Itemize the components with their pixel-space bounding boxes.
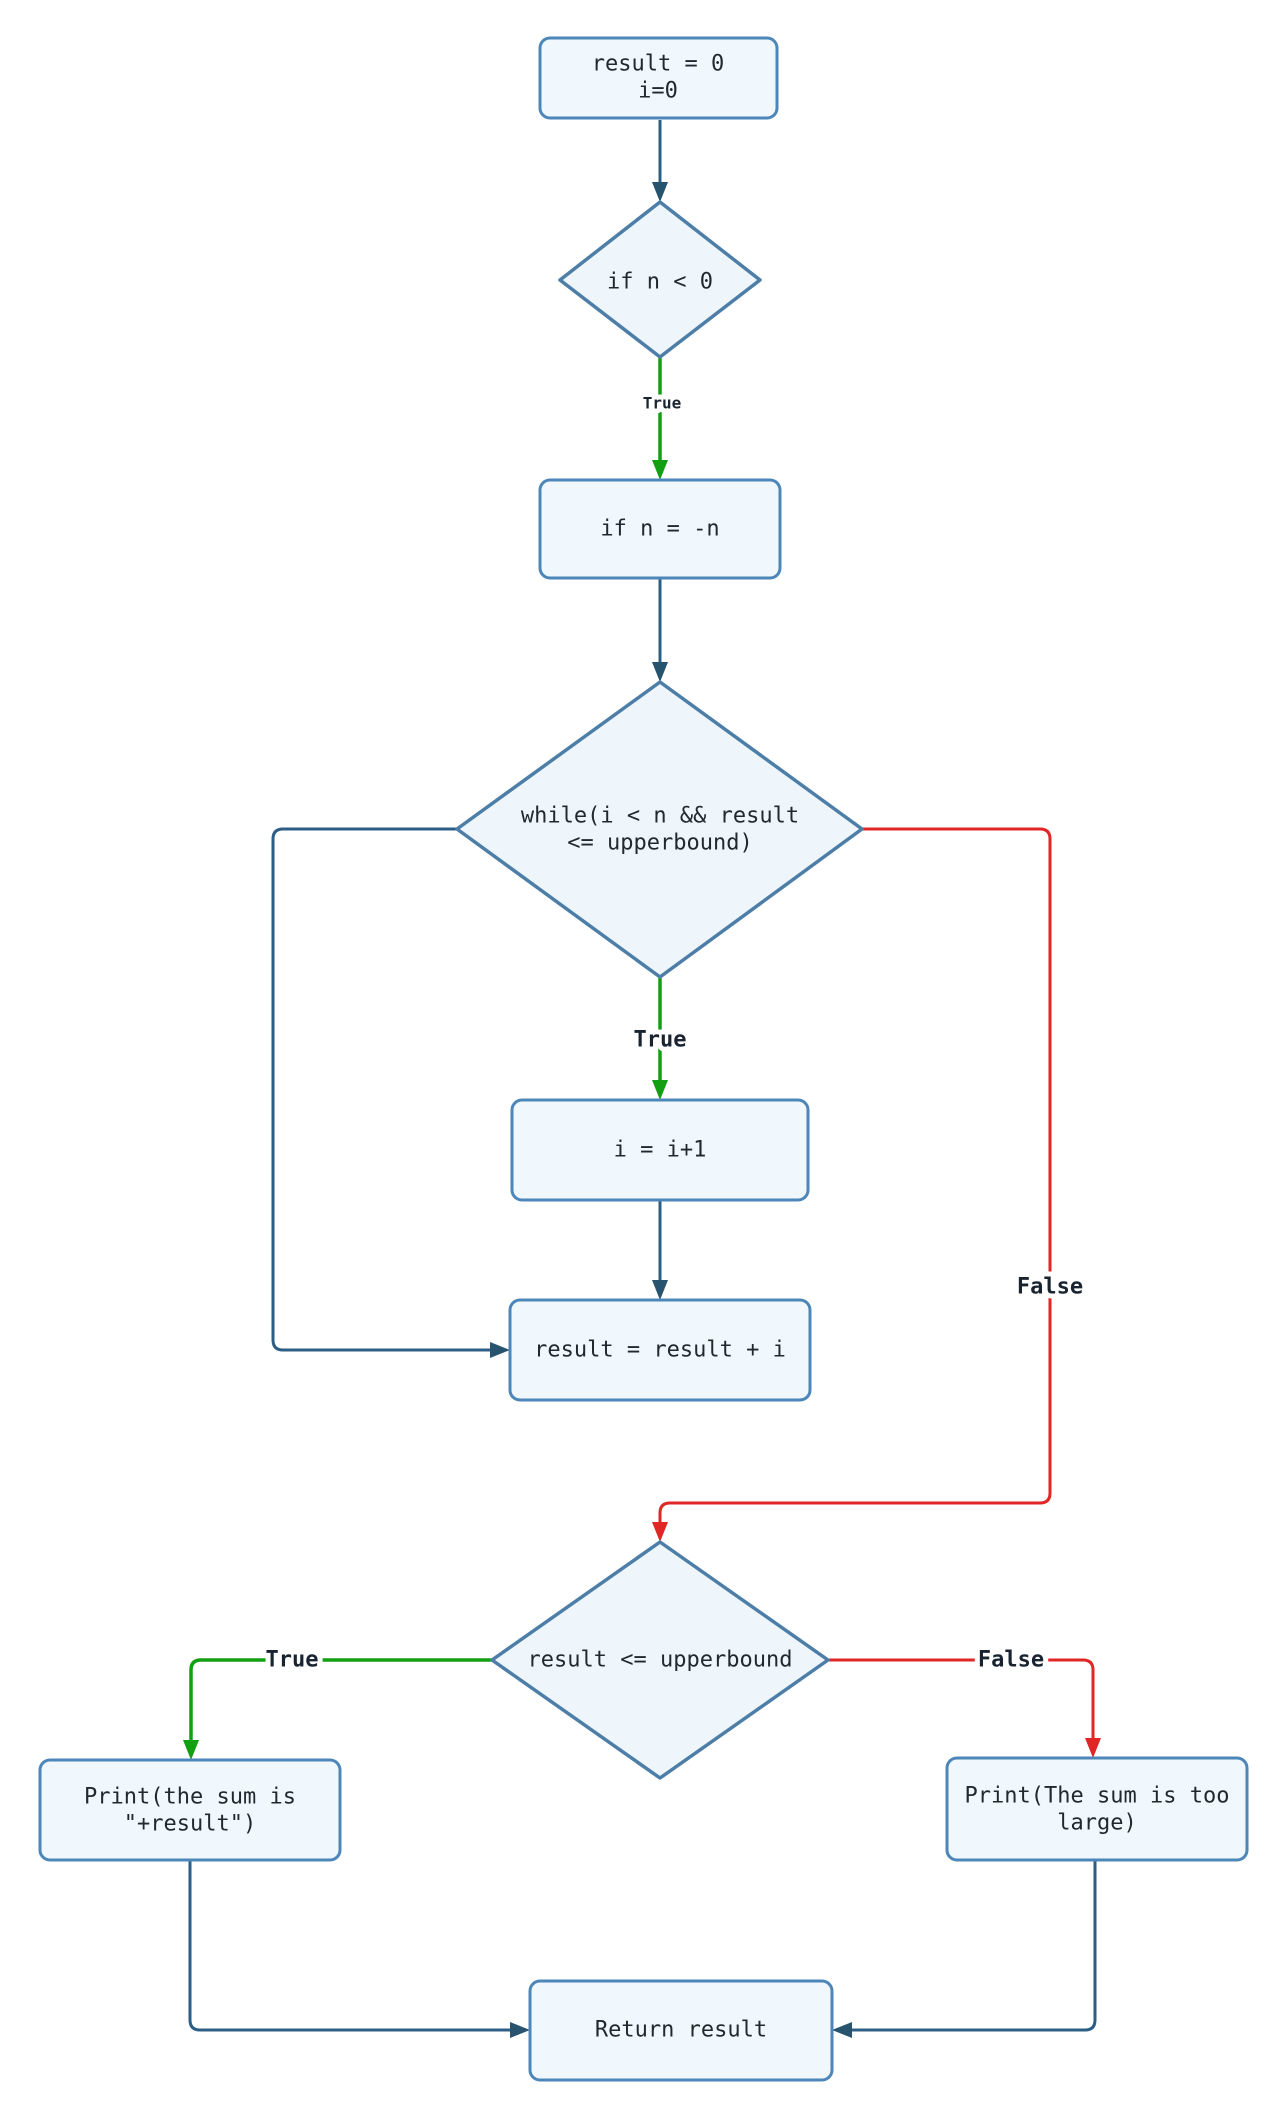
nodes: result = 0 i=0 if n < 0 if n = -n while(…	[38, 36, 1249, 2082]
node-while-text-line2: <= upperbound)	[567, 831, 752, 856]
node-increment: i = i+1	[510, 1098, 810, 1202]
node-return: Return result	[528, 1979, 834, 2082]
node-print-too-large: Print(The sum is too large)	[945, 1756, 1249, 1862]
node-if-negative-text: if n < 0	[607, 270, 713, 295]
node-while-shape	[455, 680, 864, 979]
edge-label-true-while: True	[634, 1028, 687, 1053]
edge-false-while-arrowhead	[652, 1522, 668, 1542]
node-accumulate-text: result = result + i	[534, 1338, 786, 1363]
node-print-sum: Print(the sum is "+result")	[38, 1758, 342, 1862]
edge-while-loop-back	[271, 827, 490, 1352]
node-check-upperbound: result <= upperbound	[490, 1540, 830, 1780]
node-start-shape	[538, 36, 779, 120]
node-if-negative: if n < 0	[558, 200, 762, 359]
node-print-sum-shape	[38, 1758, 342, 1862]
edge-true-check-upperbound-arrowhead	[183, 1740, 199, 1760]
edge-print-sum-to-return	[188, 1860, 510, 2032]
edge-label-false-check-upperbound: False	[978, 1648, 1044, 1673]
edge-while-loop-back-arrowhead	[490, 1342, 510, 1358]
node-print-sum-text-line1: Print(the sum is	[84, 1785, 296, 1810]
edge-print-sum-to-return-arrowhead	[510, 2022, 530, 2038]
node-print-too-large-text-line1: Print(The sum is too	[965, 1784, 1230, 1809]
node-negate-shape	[538, 478, 782, 580]
node-print-sum-text-line2: "+result")	[124, 1812, 256, 1837]
edge-label-true-check-upperbound: True	[266, 1648, 319, 1673]
edge-false-check-upperbound	[828, 1658, 1095, 1738]
node-accumulate-shape	[508, 1298, 812, 1402]
edge-true-while-arrowhead	[652, 1080, 668, 1100]
node-start: result = 0 i=0	[538, 36, 779, 120]
node-while-text-line1: while(i < n && result	[521, 804, 799, 829]
edges	[183, 120, 1101, 2038]
edge-true-if-negative-arrowhead	[652, 460, 668, 480]
edge-negate-to-while-arrowhead	[652, 662, 668, 682]
edge-label-false-while: False	[1017, 1275, 1083, 1300]
node-increment-shape	[510, 1098, 810, 1202]
edge-print-large-to-return-arrowhead	[832, 2022, 852, 2038]
node-print-too-large-shape	[945, 1756, 1249, 1862]
node-check-upperbound-text: result <= upperbound	[528, 1648, 793, 1673]
edge-false-while	[658, 827, 1052, 1522]
edge-false-check-upperbound-arrowhead	[1085, 1738, 1101, 1758]
edge-labels: True True False True False	[261, 389, 1089, 1678]
edge-true-check-upperbound	[189, 1658, 492, 1740]
node-start-text-line2: i=0	[638, 79, 678, 104]
node-if-negative-shape	[558, 200, 762, 359]
edge-label-true-if-negative: True	[643, 394, 682, 413]
node-check-upperbound-shape	[490, 1540, 830, 1780]
node-increment-text: i = i+1	[614, 1138, 707, 1163]
node-return-text: Return result	[595, 2018, 767, 2043]
edge-start-to-if-negative-arrowhead	[652, 182, 668, 202]
edge-increment-to-accumulate-arrowhead	[652, 1280, 668, 1300]
edge-print-large-to-return	[852, 1860, 1097, 2032]
node-accumulate: result = result + i	[508, 1298, 812, 1402]
node-while: while(i < n && result <= upperbound)	[455, 680, 864, 979]
node-start-text-line1: result = 0	[592, 52, 724, 77]
node-return-shape	[528, 1979, 834, 2082]
node-negate-text: if n = -n	[600, 517, 719, 542]
node-print-too-large-text-line2: large)	[1057, 1811, 1136, 1836]
node-negate: if n = -n	[538, 478, 782, 580]
